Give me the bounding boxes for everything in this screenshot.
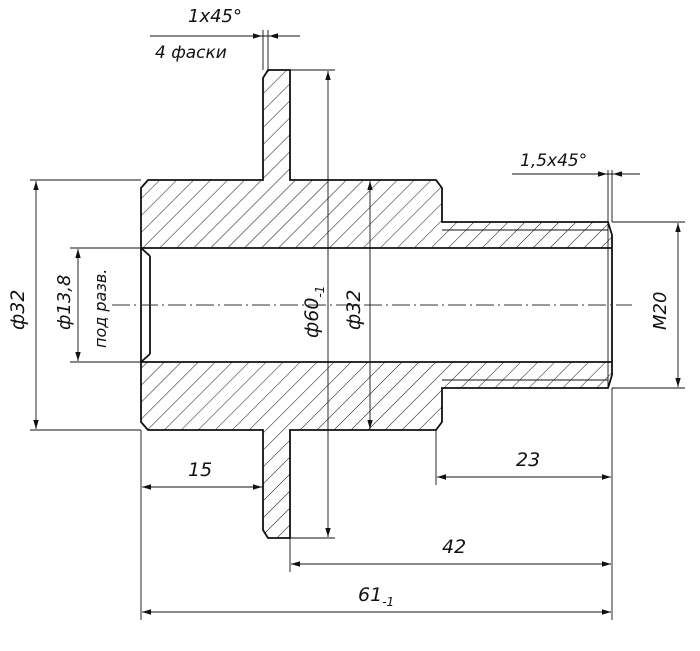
outline-top [140,69,613,248]
section-hatching [141,70,612,538]
bore-chamfer-bottom [140,353,151,363]
dia-outer-label: ф32 [7,290,29,330]
thread-label: M20 [650,292,671,330]
len-total-tol: -1 [382,595,394,609]
extension-lines [30,30,685,620]
outline-bottom [140,362,613,539]
chamfer-top-note: 4 фаски [155,43,227,63]
chamfer-top-label: 1x45° [188,6,242,27]
len-23-label: 23 [516,449,540,471]
len-42-label: 42 [442,536,466,558]
dia-flange-label: ф60-1 [301,286,327,338]
dia-bore-label: ф13,8 [54,275,75,330]
hatch-top [141,70,612,248]
bore-note-label: под разв. [91,269,110,348]
dimension-lines [33,33,681,615]
chamfer-right-label: 1,5x45° [520,151,587,171]
len-total-main: 61 [358,584,382,606]
len-total-label: 61-1 [358,584,394,609]
hatch-bottom [141,362,612,538]
dimension-labels: 1x45° 4 фаски 1,5x45° ф32 ф13,8 под разв… [7,6,671,609]
bore-chamfer-top [140,247,151,257]
svg-text:ф60-1: ф60-1 [301,286,327,338]
dia-flange-main: ф60 [301,298,323,338]
dia-flange-tol: -1 [313,286,327,298]
dia-body-label: ф32 [343,290,365,330]
len-15-label: 15 [188,459,212,481]
